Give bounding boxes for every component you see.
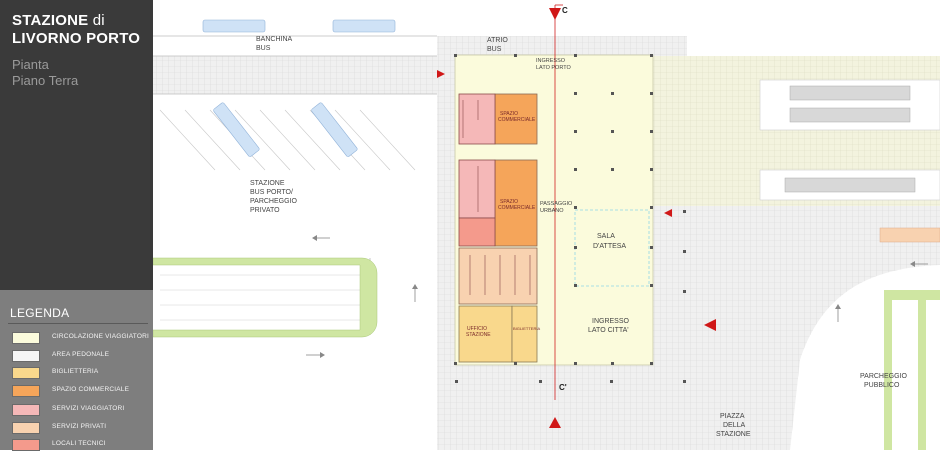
green-strip-right-vertical bbox=[884, 290, 892, 450]
page-title: STAZIONE di LIVORNO PORTO bbox=[12, 12, 140, 48]
legend-swatch bbox=[12, 385, 40, 397]
title-panel: STAZIONE di LIVORNO PORTO Pianta Piano T… bbox=[0, 0, 153, 290]
train-car bbox=[789, 85, 911, 101]
legend-label: CIRCOLAZIONE VIAGGIATORI bbox=[52, 333, 150, 340]
technical-room bbox=[458, 217, 496, 247]
bus-bay-1 bbox=[213, 102, 260, 157]
legend-swatch bbox=[12, 350, 40, 362]
label-spazio-comm-2b: COMMERCIALE bbox=[498, 205, 536, 211]
label-piazza-2: DELLA bbox=[723, 422, 746, 429]
title-line1: STAZIONE bbox=[12, 12, 89, 29]
legend-swatch bbox=[12, 404, 40, 416]
label-ingresso-citta-2: LATO CITTA' bbox=[588, 327, 629, 334]
label-ingresso-porto-1: INGRESSO bbox=[536, 58, 566, 64]
train-car-2 bbox=[789, 107, 911, 123]
parking-stalls bbox=[160, 259, 360, 336]
label-passaggio-1: PASSAGGIO bbox=[540, 201, 573, 207]
title-line1-suffix: di bbox=[92, 12, 105, 29]
legend-label: SERVIZI VIAGGIATORI bbox=[52, 405, 125, 412]
structural-columns bbox=[454, 54, 686, 383]
label-piazza-3: STAZIONE bbox=[716, 431, 751, 438]
label-ufficio-1: UFFICIO bbox=[467, 326, 487, 332]
plaza-paving bbox=[687, 255, 940, 450]
label-stazione-bus-3: PARCHEGGIO bbox=[250, 198, 297, 205]
section-marker-bottom-icon bbox=[549, 417, 561, 428]
legend-label: SERVIZI PRIVATI bbox=[52, 423, 107, 430]
label-bus: BUS bbox=[256, 45, 271, 52]
services-room-1 bbox=[458, 93, 496, 145]
green-island bbox=[153, 257, 378, 338]
green-strip-right bbox=[884, 290, 940, 300]
label-spazio-comm-1b: COMMERCIALE bbox=[498, 117, 536, 123]
label-parcheggio-1: PARCHEGGIO bbox=[860, 373, 907, 380]
traffic-arrows bbox=[306, 235, 928, 358]
label-parcheggio-2: PUBBLICO bbox=[864, 382, 900, 389]
label-stazione-bus-2: BUS PORTO/ bbox=[250, 189, 293, 196]
commercial-space-1 bbox=[494, 93, 538, 145]
train-car-3 bbox=[784, 177, 916, 193]
label-sala-2: D'ATTESA bbox=[593, 243, 626, 250]
bus-platform-paving bbox=[153, 56, 443, 94]
green-strip-right-vertical-2 bbox=[918, 300, 926, 450]
title-line2: LIVORNO PORTO bbox=[12, 30, 141, 47]
road-edges bbox=[153, 35, 437, 335]
ticket-office bbox=[511, 305, 538, 363]
bus-top-1 bbox=[202, 19, 266, 33]
subtitle-line1: Pianta bbox=[12, 57, 49, 72]
legend-title: LEGENDA bbox=[10, 306, 70, 320]
label-spazio-comm-1a: SPAZIO bbox=[500, 111, 518, 117]
legend-swatch bbox=[12, 422, 40, 434]
label-passaggio-2: URBANO bbox=[540, 208, 564, 214]
services-room-2 bbox=[458, 159, 496, 219]
label-spazio-comm-2a: SPAZIO bbox=[500, 199, 518, 205]
private-services bbox=[458, 247, 538, 305]
label-biglietteria: BIGLIETTERIA bbox=[513, 326, 540, 331]
legend-swatch bbox=[12, 439, 40, 451]
legend-label: SPAZIO COMMERCIALE bbox=[52, 386, 130, 393]
label-stazione-bus-4: PRIVATO bbox=[250, 207, 280, 214]
label-piazza-1: PIAZZA bbox=[720, 413, 745, 420]
bus-bays bbox=[159, 109, 416, 171]
parked-bus-orange bbox=[879, 227, 940, 243]
legend-label: AREA PEDONALE bbox=[52, 351, 110, 358]
label-ingresso-porto-2: LATO PORTO bbox=[536, 65, 571, 71]
section-label-top: C bbox=[562, 6, 568, 15]
right-paving bbox=[687, 200, 940, 255]
bus-bay-2 bbox=[311, 102, 358, 157]
legend-label: BIGLIETTERIA bbox=[52, 368, 99, 375]
bus-top-2 bbox=[332, 19, 396, 33]
label-atrio-bus: BUS bbox=[487, 46, 502, 53]
station-office bbox=[458, 305, 513, 363]
legend-swatch bbox=[12, 367, 40, 379]
subtitle-line2: Piano Terra bbox=[12, 73, 79, 88]
label-sala-1: SALA bbox=[597, 233, 615, 240]
label-atrio: ATRIO bbox=[487, 37, 508, 44]
label-banchina: BANCHINA bbox=[256, 36, 293, 43]
page-subtitle: Pianta Piano Terra bbox=[12, 57, 78, 89]
entrance-city-arrow-icon bbox=[704, 319, 716, 331]
legend-label: LOCALI TECNICI bbox=[52, 440, 106, 447]
entrance-port-arrow-icon bbox=[437, 70, 445, 78]
legend-swatch bbox=[12, 332, 40, 344]
legend-divider bbox=[8, 323, 148, 324]
label-stazione-bus-1: STAZIONE bbox=[250, 180, 285, 187]
entrance-right-arrow-icon bbox=[664, 209, 672, 217]
floor-plan: BANCHINA BUS ATRIO BUS INGRESSO LATO POR… bbox=[153, 4, 940, 450]
room-partitions bbox=[462, 100, 531, 295]
section-marker-top-icon bbox=[549, 8, 561, 20]
section-label-bottom: C' bbox=[559, 383, 567, 392]
label-ingresso-citta-1: INGRESSO bbox=[592, 318, 630, 325]
label-ufficio-2: STAZIONE bbox=[466, 332, 491, 338]
